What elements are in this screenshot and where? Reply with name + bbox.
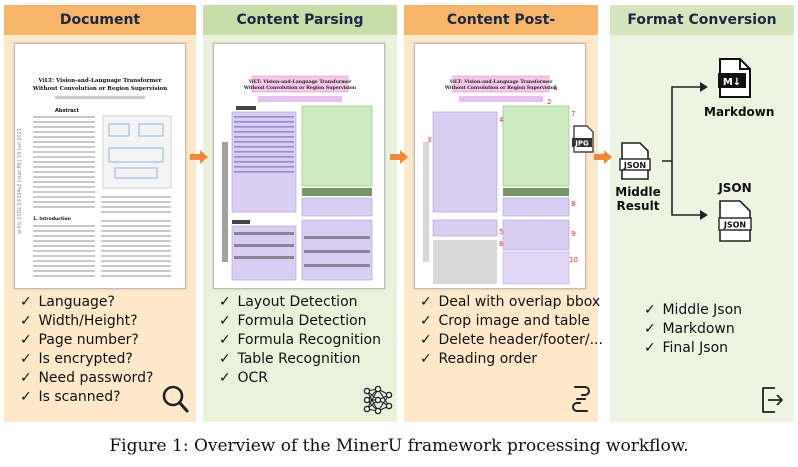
check-item: ✓ Final Json: [644, 340, 729, 356]
paper-title-2: Without Convolution or Region Supervisio…: [32, 86, 167, 92]
preprocessing-checklist: ✓ Language? ✓ Width/Height? ✓ Page numbe…: [20, 293, 153, 407]
check-item: ✓ Table Recognition: [219, 351, 361, 367]
panel-title: Document Preprocessing: [4, 5, 196, 58]
check-item: ✓ Middle Json: [644, 302, 743, 318]
reading-order-numbers: 1 2 3 4 5 6 7 8 9 10: [427, 84, 578, 264]
json-file-icon: JSON: [718, 200, 752, 242]
check-item: ✓ OCR: [219, 370, 268, 386]
middle-json-text: JSON: [623, 161, 646, 170]
post-title-2: Without Convolution or Region Supervisio…: [444, 85, 558, 91]
format-checklist: ✓ Middle Json ✓ Markdown ✓ Final Json: [644, 301, 742, 358]
order-1: 1: [553, 84, 557, 92]
paper-page: arXiv:2102.03334v2 [stat.ML] 10 Jun 2021…: [17, 78, 172, 277]
panel-title: Content Post-Processing: [404, 5, 598, 58]
order-3: 3: [427, 136, 431, 144]
panel-title: Format Conversion: [610, 5, 794, 35]
arrow-2-to-3: [390, 150, 408, 164]
intro-heading: 1. Introduction: [33, 216, 71, 222]
json-file-text: JSON: [723, 221, 746, 230]
order-4: 4: [499, 116, 504, 124]
check-item: ✓ Layout Detection: [219, 294, 358, 310]
order-2: 2: [547, 98, 551, 106]
magnifier-icon: [162, 385, 189, 413]
deleted-footer-block: [433, 240, 497, 284]
order-5: 5: [499, 228, 503, 236]
order-6: 6: [499, 240, 504, 248]
paper-title-1: ViLT: Vision-and-Language Transformer: [37, 78, 161, 84]
figure-caption: Figure 1: Overview of the MinerU framewo…: [109, 436, 689, 456]
parsed-page: ViLT: Vision-and-Language Transformer Wi…: [222, 75, 373, 281]
check-item: ✓ Is encrypted?: [20, 351, 133, 367]
check-item: ✓ Formula Recognition: [219, 332, 381, 348]
arrow-3-to-4: [594, 150, 612, 164]
parsed-document-preview: ViLT: Vision-and-Language Transformer Wi…: [213, 43, 385, 289]
order-7: 7: [571, 110, 575, 118]
post-title-1: ViLT: Vision-and-Language Transformer: [449, 79, 553, 85]
order-9: 9: [571, 230, 575, 238]
post-processed-document-preview: ViLT: Vision-and-Language Transformer Wi…: [414, 43, 586, 289]
arrow-1-to-2: [190, 150, 208, 164]
markdown-label: Markdown: [704, 105, 775, 119]
panel-content-post-processing: Content Post-Processing ViLT: Vision-and…: [404, 5, 603, 422]
chain-link-icon: [572, 386, 590, 412]
order-8: 8: [571, 200, 575, 208]
export-icon: [762, 387, 783, 413]
branch-arrows: [662, 82, 708, 220]
parsing-checklist: ✓ Layout Detection ✓ Formula Detection ✓…: [219, 293, 381, 388]
parsed-title-1: ViLT: Vision-and-Language Transformer: [248, 79, 352, 85]
jpg-label: JPG: [574, 140, 589, 148]
middle-result-label: Middle Result: [615, 185, 661, 213]
abstract-heading: Abstract: [55, 108, 80, 114]
check-item: ✓ Page number?: [20, 332, 139, 348]
jpg-file-icon: JPG: [572, 125, 594, 153]
panel-document-preprocessing: Document Preprocessing arXiv:2102.03334v…: [4, 5, 196, 422]
check-item: ✓ Deal with overlap bbox: [420, 294, 601, 310]
panel-format-conversion: Format Conversion JSON Middle Result M↓ …: [610, 5, 794, 422]
json-label: JSON: [718, 181, 752, 195]
middle-json-icon: JSON: [619, 142, 651, 180]
check-item: ✓ Formula Detection: [219, 313, 367, 329]
markdown-glyph: M↓: [723, 77, 741, 88]
post-processed-page: ViLT: Vision-and-Language Transformer Wi…: [423, 75, 578, 285]
check-item: ✓ Is scanned?: [20, 389, 121, 405]
check-item: ✓ Need password?: [20, 370, 154, 386]
check-item: ✓ Crop image and table: [420, 313, 590, 329]
check-item: ✓ Language?: [20, 294, 115, 310]
post-processing-checklist: ✓ Deal with overlap bbox ✓ Crop image an…: [420, 293, 603, 369]
figure-placeholder: [102, 115, 172, 189]
neural-network-icon: [363, 385, 393, 415]
check-item: ✓ Reading order: [420, 351, 538, 367]
raw-document-preview: arXiv:2102.03334v2 [stat.ML] 10 Jun 2021…: [14, 43, 186, 289]
check-item: ✓ Markdown: [644, 321, 735, 337]
arxiv-sidebar: arXiv:2102.03334v2 [stat.ML] 10 Jun 2021: [17, 128, 23, 234]
check-item: ✓ Width/Height?: [20, 313, 138, 329]
parsed-title-2: Without Convolution or Region Supervisio…: [243, 85, 357, 91]
order-10: 10: [569, 256, 578, 264]
check-item: ✓ Delete header/footer/...: [420, 332, 603, 348]
panel-title: Content Parsing: [203, 5, 397, 35]
panel-content-parsing: Content Parsing ViLT: Vision-and-Languag…: [203, 5, 397, 422]
markdown-file-icon: M↓: [718, 58, 751, 98]
